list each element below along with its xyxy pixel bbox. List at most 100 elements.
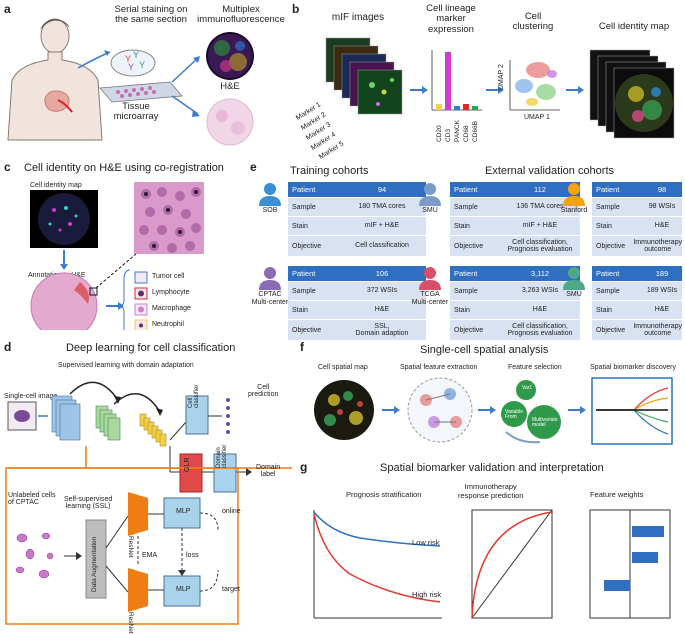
ssl-label: Self-supervised learning (SSL) bbox=[64, 496, 113, 510]
bar-label-cd20: CD20 bbox=[436, 125, 443, 142]
person-icon bbox=[419, 267, 441, 290]
legend-neutrophil: Neutrophil bbox=[152, 321, 184, 328]
person-icon bbox=[259, 183, 281, 206]
cohort-value: H&E bbox=[532, 306, 548, 314]
cohort-row: Stain mIF + H&E bbox=[288, 216, 426, 235]
cohort-field: Stain bbox=[292, 222, 308, 230]
immuno-label: Immunotherapy response prediction bbox=[458, 482, 524, 500]
he-label: H&E bbox=[220, 81, 240, 92]
cohort-name: SOB bbox=[262, 207, 278, 214]
bar-label-cd3: CD3 bbox=[445, 128, 452, 142]
supervised-label: Supervised learning with domain adaptati… bbox=[58, 362, 194, 369]
cohort-name: Stanford bbox=[560, 207, 588, 214]
domain-label: Domain label bbox=[256, 464, 281, 478]
mif-label: Multiplex immunofluorescence bbox=[197, 4, 285, 26]
cohort-row: Patient 3,112 bbox=[450, 266, 580, 281]
cohort-field: Stain bbox=[454, 306, 470, 314]
svg-text:Y: Y bbox=[139, 60, 145, 70]
svg-text:Y: Y bbox=[128, 62, 134, 72]
cohort-value: 112 bbox=[534, 184, 546, 194]
person-icon bbox=[419, 183, 441, 206]
cohort-value: mIF + H&E bbox=[364, 222, 400, 230]
cohort-value: 180 TMA cores bbox=[358, 203, 406, 211]
cohort-value: Immunotherapy outcome bbox=[633, 238, 682, 253]
cohort-field: Objective bbox=[596, 242, 626, 250]
panel-a-letter: a bbox=[4, 2, 11, 16]
antibody-dish: Y Y Y Y bbox=[110, 49, 156, 77]
cohort-field: Patient bbox=[454, 269, 478, 278]
mif-image-stack bbox=[325, 37, 403, 115]
cohort-field: Patient bbox=[292, 269, 316, 278]
panel-g-illustration bbox=[313, 509, 671, 619]
feature-selection-label: Feature selection bbox=[508, 364, 562, 371]
tissue-microarray-slide bbox=[99, 81, 183, 103]
cohort-field: Patient bbox=[596, 269, 620, 278]
cohort-row: Stain H&E bbox=[450, 300, 580, 319]
tma-label: Tissue microarray bbox=[113, 101, 159, 123]
panel-e-letter: e bbox=[250, 160, 257, 174]
bar-label-panck: PANCK bbox=[454, 120, 461, 142]
legend-tumor-cell: Tumor cell bbox=[152, 273, 185, 280]
umap-scatter bbox=[509, 60, 560, 111]
cohort-row: Patient 98 bbox=[592, 182, 682, 197]
panel-b-letter: b bbox=[292, 2, 300, 16]
panel-d-title: Deep learning for cell classification bbox=[66, 342, 236, 354]
cohort-field: Patient bbox=[596, 185, 620, 194]
cohort-value: 136 TMA cores bbox=[516, 203, 564, 211]
cohort-name: TCGA Multi-center bbox=[411, 291, 449, 306]
cohort-value: mIF + H&E bbox=[522, 222, 558, 230]
cohort-value: H&E bbox=[654, 306, 670, 314]
identity-map-label: Cell identity map bbox=[598, 21, 670, 32]
feature-weights-label: Feature weights bbox=[590, 490, 644, 499]
cohort-field: Stain bbox=[292, 306, 308, 314]
panel-f-letter: f bbox=[300, 340, 304, 354]
umap2-label: UMAP 2 bbox=[498, 64, 505, 90]
cohort-value: 106 bbox=[375, 268, 389, 278]
cohort-row: Objective Immunotherapy outcome bbox=[592, 235, 682, 256]
cell-identity-map-stack bbox=[589, 49, 675, 139]
umap1-label: UMAP 1 bbox=[524, 114, 550, 121]
cohort-field: Objective bbox=[596, 326, 626, 334]
lineage-label: Cell lineage marker expression bbox=[426, 3, 476, 35]
cohort-value: 98 WSIs bbox=[648, 203, 676, 211]
cohort-value: H&E bbox=[374, 306, 390, 314]
svg-text:Y: Y bbox=[125, 54, 131, 64]
cohort-name: CPTAC Multi-center bbox=[251, 291, 289, 306]
single-cell-label: Single-cell image bbox=[4, 393, 58, 400]
cohort-value: 3,112 bbox=[530, 268, 550, 278]
cohort-field: Objective bbox=[292, 242, 322, 250]
resnet-online-label: ResNet bbox=[127, 536, 134, 558]
cohort-row: Patient 106 bbox=[288, 266, 426, 281]
unlabeled-cells-label: Unlabeled cells of CPTAC bbox=[8, 492, 56, 506]
cohort-field: Stain bbox=[454, 222, 470, 230]
target-label: target bbox=[222, 586, 240, 593]
training-cohorts-title: Training cohorts bbox=[290, 165, 369, 177]
high-risk-label: High risk bbox=[412, 590, 442, 599]
cohort-value: SSL, Domain adaption bbox=[355, 322, 409, 337]
cell-spatial-map-label: Cell spatial map bbox=[318, 364, 368, 371]
cohort-field: Sample bbox=[292, 287, 316, 295]
cohort-field: Sample bbox=[292, 203, 316, 211]
cohort-name: SMU bbox=[566, 291, 582, 298]
cohort-field: Objective bbox=[454, 326, 484, 334]
cohort-row: Stain H&E bbox=[288, 300, 426, 319]
external-cohorts-title: External validation cohorts bbox=[485, 165, 615, 177]
cell-classifier-label: Cell classifier bbox=[188, 384, 200, 408]
marker-expression-bars bbox=[431, 50, 482, 111]
ema-label: EMA bbox=[142, 552, 158, 559]
bubble-multivariate: Multivariate model bbox=[532, 417, 558, 428]
cohort-value: 189 WSIs bbox=[646, 287, 678, 295]
cohort-value: 98 bbox=[657, 184, 667, 194]
augmentation-label: Data Augmentation bbox=[91, 536, 98, 592]
cohort-value: 189 bbox=[655, 268, 669, 278]
